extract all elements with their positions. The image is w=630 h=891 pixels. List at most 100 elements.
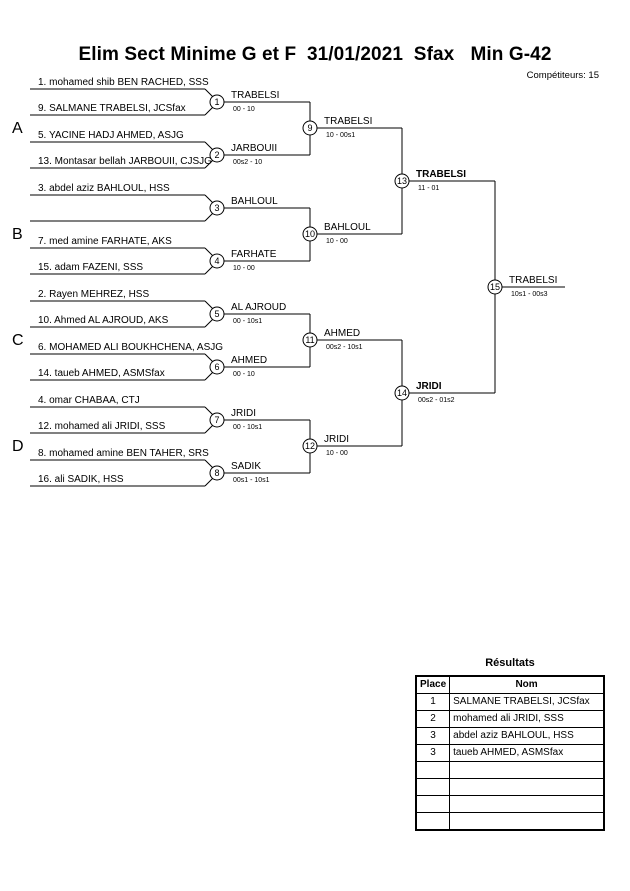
match-number: 15: [490, 282, 500, 292]
match-node: [209, 200, 225, 216]
entrant-name: 5. YACINE HADJ AHMED, ASJG: [38, 130, 184, 141]
entrant-name: 7. med amine FARHATE, AKS: [38, 236, 172, 247]
match-node: [394, 385, 410, 401]
page-title: Elim Sect Minime G et F 31/01/2021 Sfax …: [78, 44, 552, 65]
tournament-bracket: 1. mohamed shib BEN RACHED, SSS 9. SALMAN…: [12, 77, 565, 487]
match-winner: BAHLOUL: [231, 196, 278, 207]
match-node: [209, 94, 225, 110]
match-node: [209, 147, 225, 163]
match-score: 00 - 10: [233, 371, 255, 378]
entrant-name: 8. mohamed amine BEN TAHER, SRS: [38, 448, 209, 459]
match-node: [209, 253, 225, 269]
place-header: Place: [415, 675, 451, 694]
match-node: [209, 306, 225, 322]
match-winner: JRIDI: [231, 408, 256, 419]
entrant-name: 9. SALMANE TRABELSI, JCSfax: [38, 103, 186, 114]
match-score: 10 - 00: [326, 238, 348, 245]
match-winner: TRABELSI: [509, 275, 557, 286]
group-label: D: [12, 438, 24, 455]
match-node: [209, 359, 225, 375]
entrant-name: 2. Rayen MEHREZ, HSS: [38, 289, 149, 300]
match-number: 3: [214, 203, 219, 213]
match-number: 5: [214, 309, 219, 319]
match-winner: JRIDI: [324, 434, 349, 445]
match-number: 9: [307, 123, 312, 133]
match-number: 10: [305, 229, 315, 239]
results-header-row: Place Nom: [415, 675, 605, 694]
match-winner: SADIK: [231, 461, 261, 472]
match-node: [209, 412, 225, 428]
match-number: 8: [214, 468, 219, 478]
match-number: 2: [214, 150, 219, 160]
results-row: [415, 761, 605, 779]
match-score: 11 - 01: [418, 185, 439, 192]
match-number: 4: [214, 256, 219, 266]
result-name: [449, 761, 605, 779]
match-score: 00 - 10s1: [233, 318, 262, 325]
result-name: abdel aziz BAHLOUL, HSS: [449, 727, 605, 745]
match-score: 00s2 - 10: [233, 159, 262, 166]
results-row: [415, 795, 605, 813]
result-name: [449, 812, 605, 831]
group-label: B: [12, 226, 23, 243]
match-winner: AHMED: [324, 328, 360, 339]
result-place: 2: [415, 710, 451, 728]
entrant-name: 6. MOHAMED ALI BOUKHCHENA, ASJG: [38, 342, 223, 353]
match-node: [302, 438, 318, 454]
match-node: [302, 226, 318, 242]
match-score: 10 - 00: [326, 450, 348, 457]
result-place: [415, 795, 451, 813]
result-name: SALMANE TRABELSI, JCSfax: [449, 693, 605, 711]
entrant-name: 16. ali SADIK, HSS: [38, 474, 124, 485]
results-title: Résultats: [485, 657, 535, 669]
entrant-name: 1. mohamed shib BEN RACHED, SSS: [38, 77, 209, 88]
match-number: 13: [397, 176, 407, 186]
match-winner: FARHATE: [231, 249, 277, 260]
match-node: [302, 120, 318, 136]
result-name: taueb AHMED, ASMSfax: [449, 744, 605, 762]
match-winner: TRABELSI: [416, 169, 466, 180]
match-score: 10 - 00s1: [326, 132, 355, 139]
match-node: [487, 279, 503, 295]
match-winner: JRIDI: [416, 381, 442, 392]
name-header: Nom: [449, 675, 605, 694]
match-winner: JARBOUII: [231, 143, 277, 154]
group-label: C: [12, 332, 24, 349]
entrant-name: 14. taueb AHMED, ASMSfax: [38, 368, 165, 379]
result-name: [449, 795, 605, 813]
match-node: [209, 465, 225, 481]
result-place: [415, 761, 451, 779]
result-name: [449, 778, 605, 796]
match-score: 00s2 - 10s1: [326, 344, 363, 351]
match-score: 00s2 - 01s2: [418, 397, 455, 404]
result-name: mohamed ali JRIDI, SSS: [449, 710, 605, 728]
competitor-count: Compétiteurs: 15: [526, 70, 599, 81]
match-number: 7: [214, 415, 219, 425]
match-score: 00s1 - 10s1: [233, 477, 270, 484]
match-score: 10 - 00: [233, 265, 255, 272]
match-number: 14: [397, 388, 407, 398]
result-place: [415, 812, 451, 831]
match-number: 12: [305, 441, 315, 451]
results-row: [415, 812, 605, 831]
match-winner: AHMED: [231, 355, 267, 366]
entrant-name: 12. mohamed ali JRIDI, SSS: [38, 421, 166, 432]
match-number: 1: [214, 97, 219, 107]
match-score: 10s1 - 00s3: [511, 291, 548, 298]
result-place: 1: [415, 693, 451, 711]
match-score: 00 - 10s1: [233, 424, 262, 431]
match-winner: TRABELSI: [231, 90, 279, 101]
results-row: [415, 778, 605, 796]
match-score: 00 - 10: [233, 106, 255, 113]
entrant-name: 15. adam FAZENI, SSS: [38, 262, 143, 273]
match-number: 11: [305, 335, 314, 345]
match-node: [302, 332, 318, 348]
result-place: 3: [415, 744, 451, 762]
match-node: [394, 173, 410, 189]
match-winner: AL AJROUD: [231, 302, 286, 313]
